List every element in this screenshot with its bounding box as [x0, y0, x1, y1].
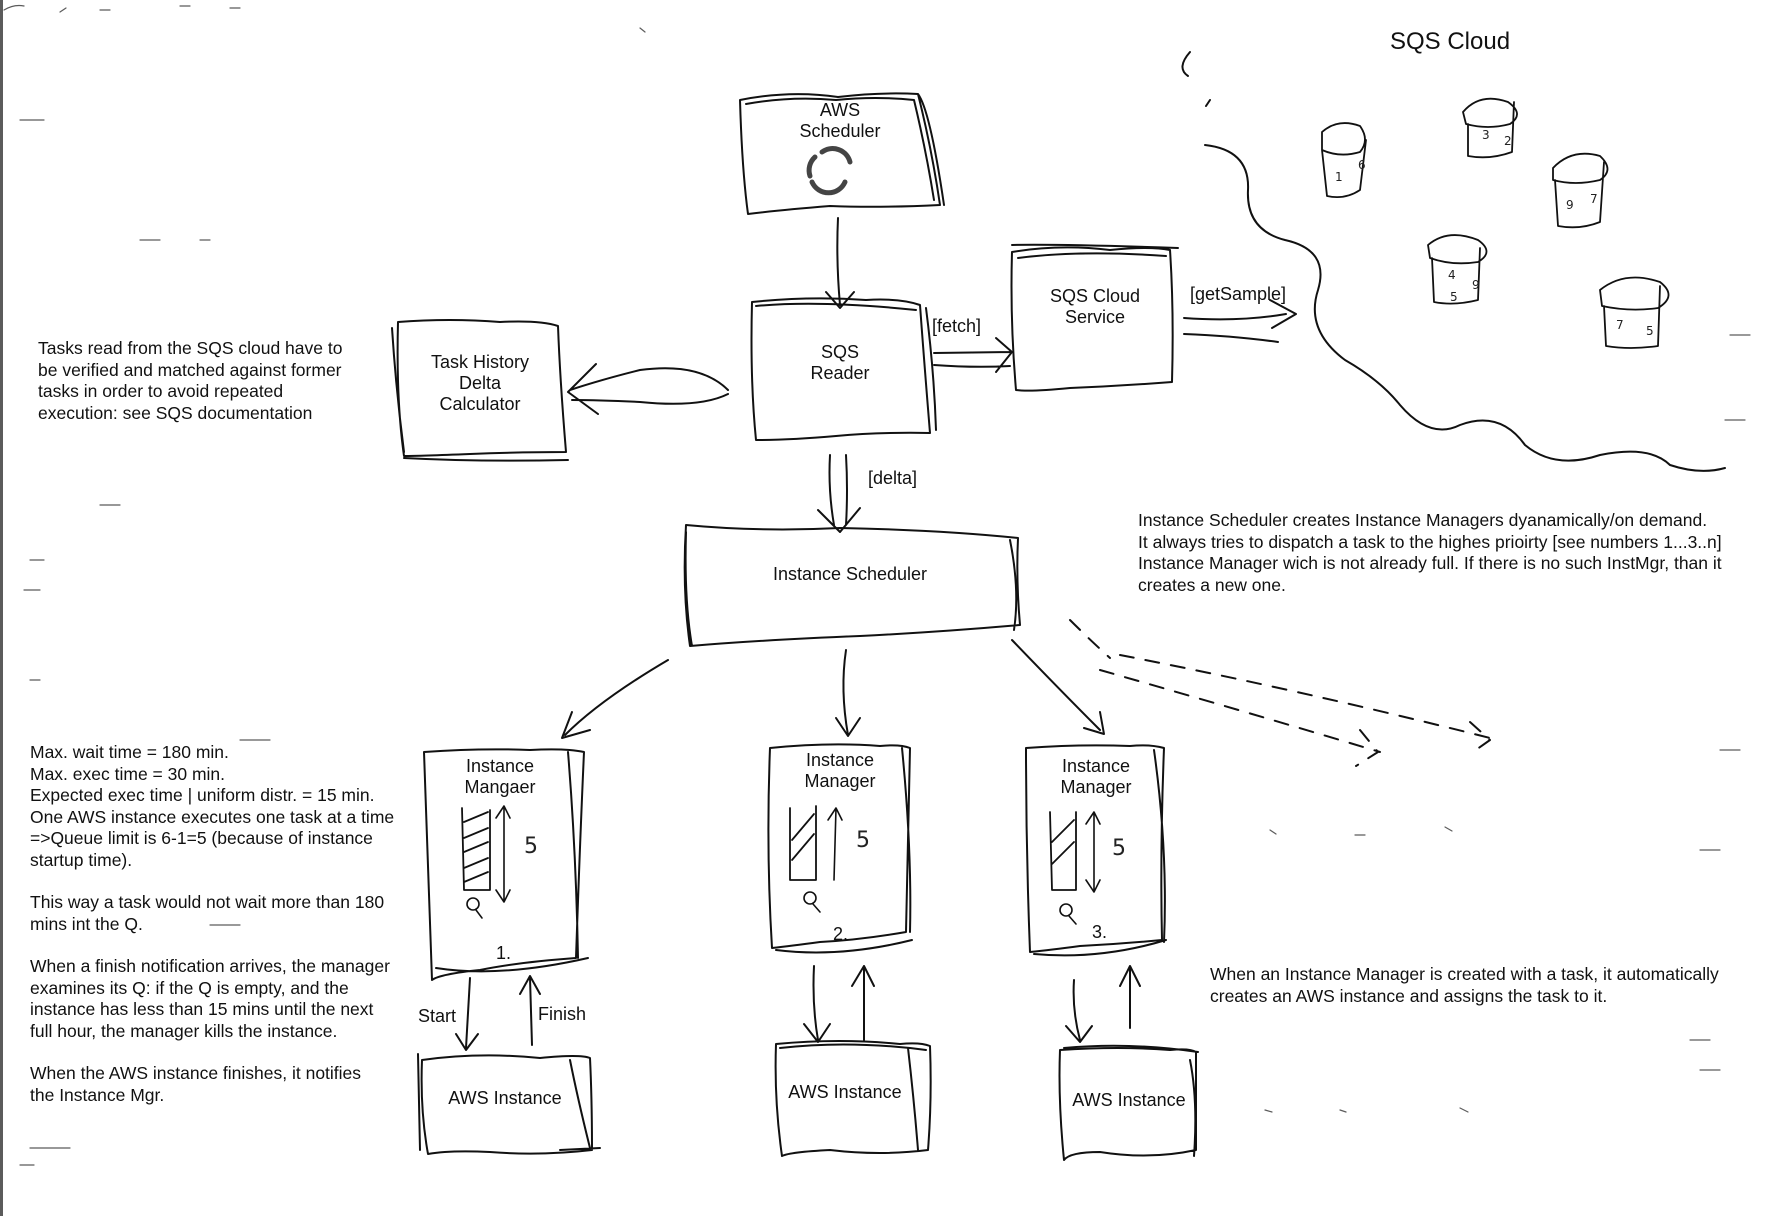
reader-task-history-arrow — [567, 363, 729, 415]
queue-1-limit: 5 — [524, 834, 538, 859]
aws-instance-3-box — [1058, 1044, 1199, 1161]
aws-scheduler-label: AWS Scheduler — [799, 100, 881, 141]
aws-scheduler-box — [739, 92, 945, 215]
queue-1 — [461, 807, 491, 891]
cylinder-1-label-b: 6 — [1358, 158, 1366, 172]
instance-scheduler-label: Instance Scheduler — [772, 564, 928, 584]
sqs-reader-label: SQS Reader — [810, 342, 870, 383]
cylinder-2-label-b: 2 — [1504, 134, 1512, 148]
refresh-icon — [806, 146, 853, 196]
instance-scheduler-box — [683, 524, 1021, 647]
start-label: Start — [418, 1006, 457, 1026]
instance-manager-1-label: Instance Mangaer — [464, 756, 536, 797]
task-history-label: Task History Delta Calculator — [430, 352, 529, 414]
scheduler-to-manager-1-arrow — [561, 659, 669, 739]
finish-arrow-1 — [519, 975, 541, 1046]
delta-arrow — [817, 454, 861, 533]
queue-2-bracket — [827, 807, 843, 881]
queue-2 — [789, 805, 817, 881]
delta-label: [delta] — [868, 468, 918, 488]
start-arrow-2 — [803, 965, 831, 1043]
queue-2-limit: 5 — [856, 828, 870, 853]
task-history-note: Tasks read from the SQS cloud have to be… — [38, 338, 343, 423]
cylinder-5-label-b: 5 — [1646, 324, 1654, 338]
instance-manager-2-box — [767, 743, 913, 954]
cylinder-4-label-c: 5 — [1450, 290, 1458, 304]
manager-2-number: 2. — [833, 924, 849, 944]
aws-instance-1-box — [417, 1053, 601, 1155]
instance-manager-3-box — [1025, 744, 1167, 957]
sqs-cloud-service-box — [1010, 243, 1179, 392]
aws-instance-2-box — [774, 1040, 932, 1157]
task-history-box — [391, 319, 569, 462]
scheduler-to-reader-arrow — [825, 217, 855, 309]
cylinder-5-label-a: 7 — [1616, 318, 1624, 332]
instance-manager-3-label: Instance Manager — [1060, 756, 1132, 797]
finish-arrow-2 — [851, 965, 875, 1041]
aws-instance-2-label: AWS Instance — [788, 1082, 902, 1102]
sqs-cloud-service-label: SQS Cloud Service — [1049, 286, 1141, 327]
queue-3 — [1049, 811, 1077, 891]
future-manager-arrows — [1069, 619, 1491, 767]
cylinder-2-label-a: 3 — [1482, 128, 1490, 142]
start-arrow-1 — [455, 977, 479, 1051]
fetch-label: [fetch] — [932, 316, 982, 336]
scheduler-note: Instance Scheduler creates Instance Mana… — [1138, 510, 1722, 595]
instance-manager-2-label: Instance Manager — [804, 750, 876, 791]
sqs-reader-box — [750, 297, 937, 441]
queue-3-limit: 5 — [1112, 836, 1126, 861]
sqs-cloud-boundary — [1181, 51, 1726, 472]
fetch-arrow — [933, 337, 1013, 373]
aws-instance-1-label: AWS Instance — [448, 1088, 562, 1108]
scan-noise — [0, 0, 1751, 1216]
get-sample-arrow — [1183, 299, 1297, 343]
sqs-queue-cylinders — [1321, 97, 1670, 349]
cylinder-4-label-b: 9 — [1472, 278, 1480, 292]
finish-label: Finish — [538, 1004, 587, 1024]
queue-3-bracket — [1085, 811, 1101, 893]
scheduler-to-manager-3-arrow — [1011, 639, 1105, 735]
cylinder-4-label-a: 4 — [1448, 268, 1456, 282]
aws-instance-3-label: AWS Instance — [1072, 1090, 1186, 1110]
manager-3-number: 3. — [1092, 922, 1108, 942]
instance-manager-1-box — [423, 748, 589, 981]
manager-1-number: 1. — [496, 943, 512, 963]
get-sample-label: [getSample] — [1190, 284, 1287, 304]
limits-note: Max. wait time = 180 min. Max. exec time… — [30, 742, 395, 1105]
sqs-cloud-title: SQS Cloud — [1390, 28, 1511, 55]
queue-1-bracket — [495, 805, 511, 903]
cylinder-3-label-a: 9 — [1566, 198, 1574, 212]
cylinder-1-label-a: 1 — [1335, 170, 1343, 184]
creation-note: When an Instance Manager is created with… — [1210, 964, 1719, 1006]
cylinder-3-label-b: 7 — [1590, 192, 1598, 206]
finish-arrow-3 — [1119, 965, 1141, 1029]
scheduler-to-manager-2-arrow — [835, 649, 861, 737]
start-arrow-3 — [1065, 979, 1093, 1043]
